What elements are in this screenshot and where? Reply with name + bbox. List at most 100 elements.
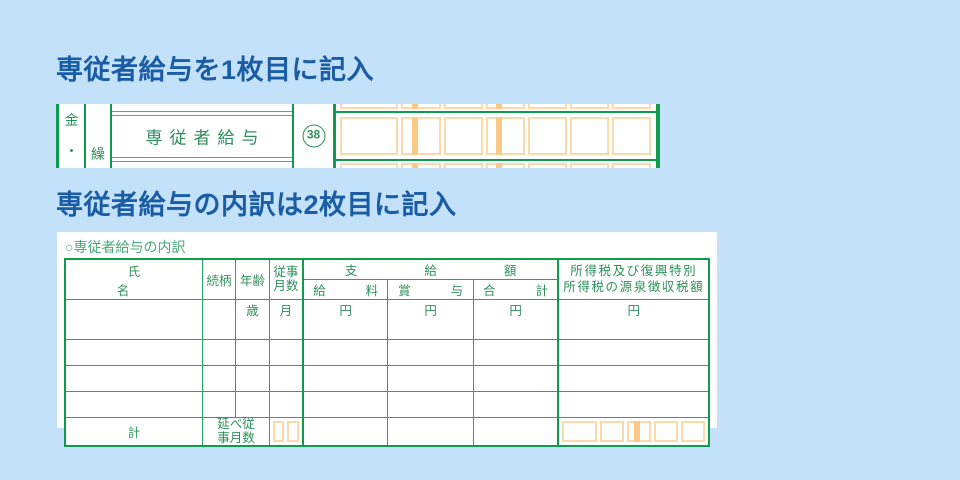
cumulative-months-boxes <box>273 421 299 442</box>
cell-subtotal[interactable] <box>472 339 559 366</box>
cell-withholding_tax[interactable] <box>557 391 710 418</box>
cell-subtotal[interactable] <box>472 365 559 392</box>
form-strip-declaration-row: 金 ・ 繰 専従者給与 38 <box>56 104 660 168</box>
cell-months_worked[interactable] <box>269 365 304 392</box>
circled-number-38: 38 <box>302 124 325 148</box>
amount-digit-box[interactable] <box>681 421 706 442</box>
cell-age[interactable] <box>235 391 271 418</box>
cell-salary[interactable] <box>301 391 389 418</box>
header-months-worked: 従事 月数 <box>269 258 304 300</box>
thousands-separator-bar <box>634 421 641 442</box>
cumulative-months-boxes-cell[interactable] <box>269 417 304 447</box>
cell-name[interactable] <box>64 339 203 366</box>
cell-withholding_tax[interactable] <box>557 365 710 392</box>
amount-digit-box <box>340 104 399 109</box>
amount-digit-box[interactable] <box>627 421 652 442</box>
header-subtotal: 合 計 <box>472 279 559 300</box>
amount-digit-box <box>611 104 651 109</box>
unit-row: 歳月円円円円 <box>64 299 710 319</box>
cell-withholding_tax[interactable] <box>557 339 710 366</box>
months-digit-box[interactable] <box>273 421 285 442</box>
cell-withholding_tax[interactable] <box>557 319 710 340</box>
cell-bonus[interactable] <box>387 391 474 418</box>
amount-digit-box <box>401 163 441 168</box>
cell-salary[interactable] <box>301 319 389 340</box>
months-digit-box[interactable] <box>287 421 299 442</box>
amount-digit-box <box>340 163 399 168</box>
amount-digit-box[interactable] <box>562 421 598 442</box>
amount-boxes-row[interactable] <box>340 117 651 155</box>
cell-months_worked[interactable] <box>269 319 304 340</box>
form-card-breakdown: ○専従者給与の内訳 氏 名 続柄 年齢 従事 月数 支 給 額 所得税及び復興特… <box>57 232 717 447</box>
cumulative-months-label: 延べ従 事月数 <box>201 417 271 447</box>
total-salary[interactable] <box>301 417 389 447</box>
total-label: 計 <box>64 417 203 447</box>
header-withholding-tax: 所得税及び復興特別 所得税の源泉徴収税額 <box>557 258 710 300</box>
label-rule-top <box>112 111 292 116</box>
cell-name[interactable] <box>64 365 203 392</box>
total-bonus[interactable] <box>387 417 474 447</box>
amount-digit-box[interactable] <box>340 117 399 155</box>
unit-spacer <box>64 299 203 319</box>
amount-digit-box <box>569 104 609 109</box>
thousands-separator-bar <box>496 117 503 155</box>
label-rule-bottom <box>112 157 292 162</box>
cell-subtotal[interactable] <box>472 391 559 418</box>
cell-relationship[interactable] <box>201 365 237 392</box>
cell-subtotal[interactable] <box>472 319 559 340</box>
cell-age[interactable] <box>235 339 271 366</box>
table-row <box>64 319 710 340</box>
thousands-separator-bar <box>412 104 419 109</box>
header-bonus: 賞 与 <box>387 279 474 300</box>
amount-digit-box <box>569 163 609 168</box>
amount-digit-box <box>401 104 441 109</box>
header-relationship: 続柄 <box>201 258 237 300</box>
thousands-separator-bar <box>496 104 503 109</box>
cell-salary[interactable] <box>301 365 389 392</box>
header-age: 年齢 <box>235 258 271 300</box>
table-row <box>64 339 710 366</box>
breakdown-table: 氏 名 続柄 年齢 従事 月数 支 給 額 所得税及び復興特別 所得税の源泉徴収… <box>64 258 710 447</box>
amount-digit-box[interactable] <box>611 117 651 155</box>
amount-boxes-row-below <box>340 163 651 168</box>
total-tax-boxes <box>562 421 706 442</box>
senjusha-kyuyo-label: 専従者給与 <box>145 128 266 148</box>
cell-bonus[interactable] <box>387 365 474 392</box>
total-subtotal[interactable] <box>472 417 559 447</box>
amount-digit-box[interactable] <box>443 117 483 155</box>
cell-salary[interactable] <box>301 339 389 366</box>
cell-name[interactable] <box>64 391 203 418</box>
total-withholding-tax-cell[interactable] <box>557 417 710 447</box>
cell-bonus[interactable] <box>387 319 474 340</box>
thousands-separator-bar <box>412 163 419 168</box>
thousands-separator-bar <box>496 163 503 168</box>
amount-digit-box[interactable] <box>600 421 625 442</box>
amount-digit-box[interactable] <box>654 421 679 442</box>
amount-digit-box[interactable] <box>485 117 525 155</box>
amount-entry-cell[interactable] <box>336 104 660 168</box>
cell-age[interactable] <box>235 365 271 392</box>
kin-label: 金 <box>64 112 79 128</box>
cell-bonus[interactable] <box>387 339 474 366</box>
amount-digit-box[interactable] <box>569 117 609 155</box>
heading-first-sheet: 専従者給与を1枚目に記入 <box>56 55 375 85</box>
amount-digit-box[interactable] <box>527 117 567 155</box>
row-label-cell: 専従者給与 <box>112 104 294 168</box>
cell-name[interactable] <box>64 319 203 340</box>
amount-rule-top <box>336 111 656 113</box>
breakdown-title: ○専従者給与の内訳 <box>65 239 186 255</box>
amount-digit-box <box>443 104 483 109</box>
amount-digit-box <box>611 163 651 168</box>
cell-relationship[interactable] <box>201 391 237 418</box>
amount-rule-bottom <box>336 159 656 161</box>
thousands-separator-bar <box>412 117 419 155</box>
unit-subtotal: 円 <box>472 299 559 319</box>
cell-relationship[interactable] <box>201 319 237 340</box>
cell-relationship[interactable] <box>201 339 237 366</box>
amount-digit-box <box>527 163 567 168</box>
amount-digit-box <box>527 104 567 109</box>
cell-age[interactable] <box>235 319 271 340</box>
cell-months_worked[interactable] <box>269 391 304 418</box>
cell-months_worked[interactable] <box>269 339 304 366</box>
amount-digit-box[interactable] <box>401 117 441 155</box>
